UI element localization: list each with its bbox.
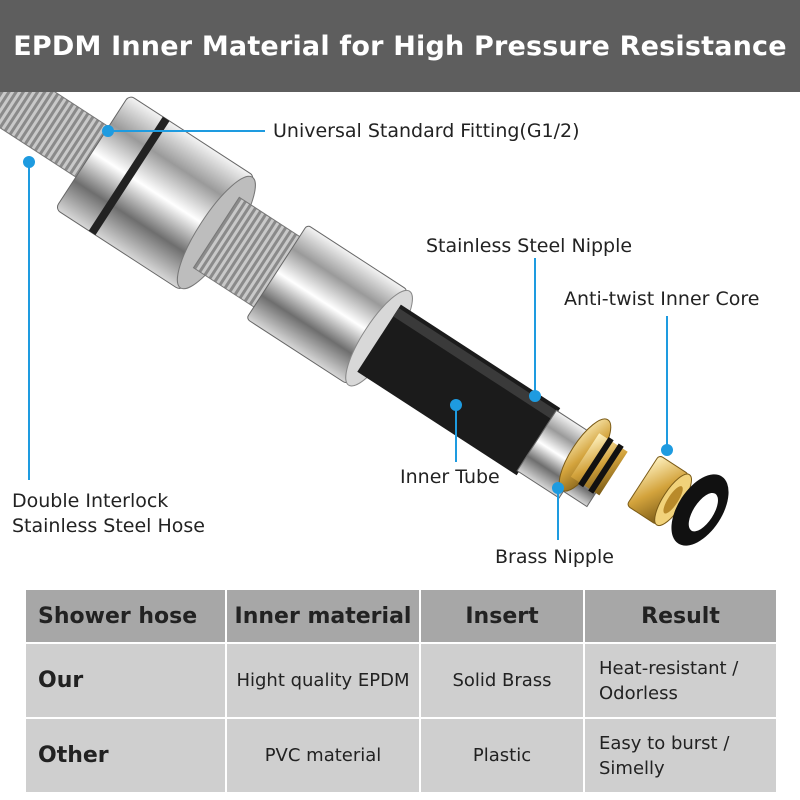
table-row: Our Hight quality EPDM Solid Brass Heat-…	[24, 642, 778, 719]
material-cell: PVC material	[225, 717, 421, 794]
table-header: Insert	[419, 588, 585, 644]
row-name: Our	[24, 642, 227, 719]
result-line: Simelly	[599, 757, 665, 779]
insert-cell: Solid Brass	[419, 642, 585, 719]
washer-shape	[671, 474, 729, 546]
table-header-row: Shower hose Inner material Insert Result	[24, 588, 778, 644]
nipple-label: Stainless Steel Nipple	[426, 235, 633, 257]
hose-illustration	[0, 92, 729, 546]
insert-cell: Plastic	[419, 717, 585, 794]
inner-core-shape	[627, 456, 692, 527]
row-name: Other	[24, 717, 227, 794]
comparison-table: Shower hose Inner material Insert Result…	[24, 588, 778, 794]
brass-nipple-shape	[558, 418, 628, 496]
page-title: EPDM Inner Material for High Pressure Re…	[0, 0, 800, 92]
table-row: Other PVC material Plastic Easy to burst…	[24, 717, 778, 794]
inner-tube-label: Inner Tube	[400, 466, 500, 488]
result-cell: Easy to burst / Simelly	[583, 717, 778, 794]
result-line: Heat-resistant /	[599, 657, 739, 679]
material-cell: Hight quality EPDM	[225, 642, 421, 719]
brass-nipple-label: Brass Nipple	[495, 546, 614, 568]
table-header: Result	[583, 588, 778, 644]
table-header: Shower hose	[24, 588, 227, 644]
hose-label-line2: Stainless Steel Hose	[12, 515, 205, 537]
fitting-label: Universal Standard Fitting(G1/2)	[273, 120, 580, 142]
inner-tube-shape	[357, 304, 561, 476]
table-header: Inner material	[225, 588, 421, 644]
result-line: Odorless	[599, 682, 678, 704]
result-cell: Heat-resistant / Odorless	[583, 642, 778, 719]
core-label: Anti-twist Inner Core	[564, 288, 760, 310]
result-line: Easy to burst /	[599, 732, 730, 754]
hose-label-line1: Double Interlock	[12, 490, 169, 512]
